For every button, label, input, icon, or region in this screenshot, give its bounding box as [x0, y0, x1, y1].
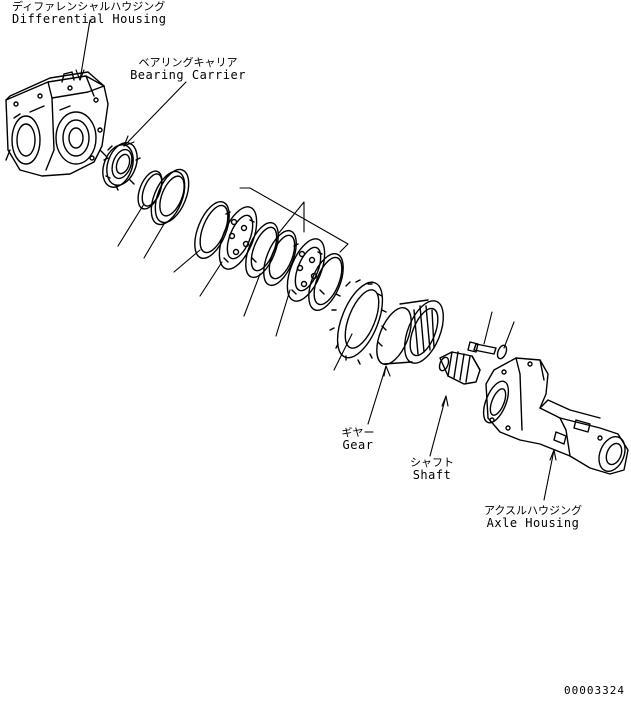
leader-differential-housing — [80, 20, 90, 80]
leader-washer — [144, 224, 164, 258]
leader-lines — [76, 20, 556, 500]
leader-bearing-carrier — [124, 82, 186, 146]
label-gear-en: Gear — [342, 438, 374, 452]
label-axle-housing-en: Axle Housing — [486, 516, 580, 530]
friction-disc-2 — [280, 234, 333, 306]
leader-snap-ring — [118, 204, 144, 246]
axle-housing-part — [478, 358, 629, 475]
label-gear-jp: ギヤー — [341, 426, 375, 439]
ring-gear-part — [328, 276, 391, 364]
gear-part — [370, 295, 451, 369]
label-differential-housing: ディファレンシャルハウジング Differential Housing — [12, 0, 167, 26]
leader-friction-disc-2 — [276, 290, 290, 336]
snap-ring-part — [133, 168, 167, 213]
leader-gear — [368, 366, 386, 424]
brake-plate-1 — [188, 197, 236, 263]
group-bracket — [240, 188, 348, 252]
differential-housing-part — [6, 72, 108, 176]
leader-axle-housing — [544, 450, 554, 500]
bolt-part — [468, 342, 496, 354]
leader-shaft — [430, 396, 446, 456]
label-bearing-carrier-en: Bearing Carrier — [130, 68, 246, 82]
spring-plate — [302, 249, 350, 315]
bearing-carrier-part — [97, 139, 142, 192]
leader-brake-plate-1 — [174, 250, 200, 272]
label-shaft-en: Shaft — [412, 468, 452, 482]
leader-brake-plate-2 — [244, 274, 260, 316]
leader-small-washer — [504, 322, 514, 348]
leader-bolt — [484, 312, 492, 344]
label-gear: ギヤー Gear — [330, 426, 386, 452]
washer-part — [145, 165, 196, 229]
leader-ring-gear — [334, 334, 352, 370]
label-axle-housing: アクスルハウジング Axle Housing — [470, 504, 596, 530]
drawing-code: 00003324 — [564, 684, 625, 697]
label-axle-housing-jp: アクスルハウジング — [483, 504, 583, 517]
shaft-part — [438, 352, 480, 384]
label-bearing-carrier: ベアリングキャリア Bearing Carrier — [128, 56, 248, 82]
label-differential-housing-jp: ディファレンシャルハウジング — [12, 0, 166, 13]
friction-disc-1 — [212, 202, 265, 274]
label-shaft: シャフト Shaft — [400, 456, 464, 482]
label-differential-housing-en: Differential Housing — [12, 12, 167, 26]
washer-small-part — [496, 344, 509, 360]
label-bearing-carrier-jp: ベアリングキャリア — [138, 56, 238, 69]
leader-friction-disc-1 — [200, 262, 222, 296]
label-shaft-jp: シャフト — [410, 456, 454, 469]
